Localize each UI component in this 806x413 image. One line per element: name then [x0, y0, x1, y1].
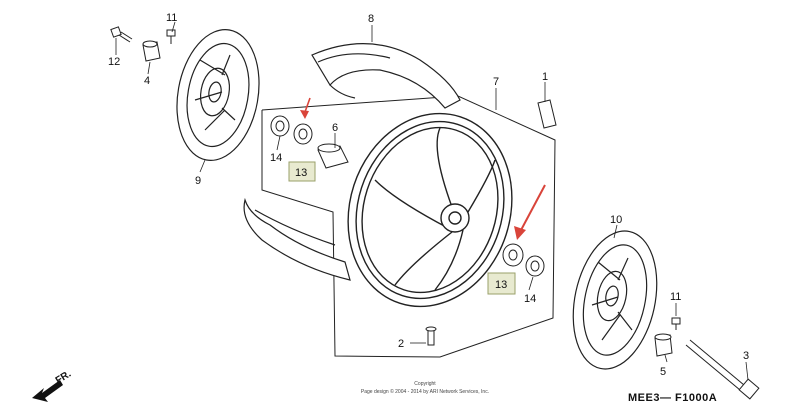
- leader-lines: [115, 21, 749, 381]
- arrow-left: [300, 97, 311, 119]
- front-arrow-icon: [32, 380, 63, 402]
- axle-3: [685, 339, 760, 400]
- copyright-line-2: Page design © 2004 - 2014 by ARI Network…: [361, 388, 489, 395]
- copyright-line-1: Copyright: [414, 381, 436, 387]
- diagram-code: MEE3— F1000A: [628, 392, 717, 404]
- callout-9[interactable]: 9: [195, 175, 201, 187]
- brake-disc-left: [176, 29, 260, 161]
- callout-14-right[interactable]: 14: [524, 293, 536, 305]
- callout-12[interactable]: 12: [108, 56, 120, 68]
- callout-3[interactable]: 3: [743, 350, 749, 362]
- callout-4[interactable]: 4: [144, 75, 150, 87]
- fender-lower: [243, 197, 351, 281]
- bolt-11-bottom: [671, 317, 681, 330]
- callout-5[interactable]: 5: [660, 366, 666, 378]
- bolt-11-top: [166, 29, 176, 44]
- weight-1: [537, 99, 557, 129]
- collar-4: [142, 40, 161, 62]
- bolt-12: [110, 26, 133, 43]
- bearing-14-right: [525, 255, 545, 277]
- callout-10[interactable]: 10: [610, 214, 622, 226]
- callout-14-left[interactable]: 14: [270, 152, 282, 164]
- spacer-6: [317, 143, 349, 169]
- wheel-outline-box: [261, 95, 556, 358]
- collar-5: [654, 333, 673, 357]
- valve-stem-2: [425, 326, 437, 346]
- highlight-arrows: [300, 97, 546, 240]
- callout-11-top[interactable]: 11: [166, 12, 177, 24]
- callout-6[interactable]: 6: [332, 122, 338, 134]
- callout-13-right[interactable]: 13: [495, 279, 507, 291]
- bearing-13-left: [293, 123, 313, 145]
- bearing-14-left: [270, 115, 290, 137]
- callout-2[interactable]: 2: [398, 338, 404, 350]
- callout-7[interactable]: 7: [493, 76, 499, 88]
- callout-11-bottom[interactable]: 11: [670, 291, 681, 303]
- fender-upper: [311, 43, 461, 109]
- brake-disc-right: [572, 230, 658, 370]
- highlight-box-13-left: [288, 161, 316, 182]
- callout-8[interactable]: 8: [368, 13, 374, 25]
- callout-13-left[interactable]: 13: [295, 167, 307, 179]
- bearing-13-right: [502, 243, 524, 267]
- arrow-right: [514, 184, 546, 240]
- front-direction-indicator: FR.: [32, 369, 73, 402]
- highlight-box-13-right: [487, 272, 516, 295]
- callout-1[interactable]: 1: [542, 71, 548, 83]
- wheel-rim: [347, 112, 513, 308]
